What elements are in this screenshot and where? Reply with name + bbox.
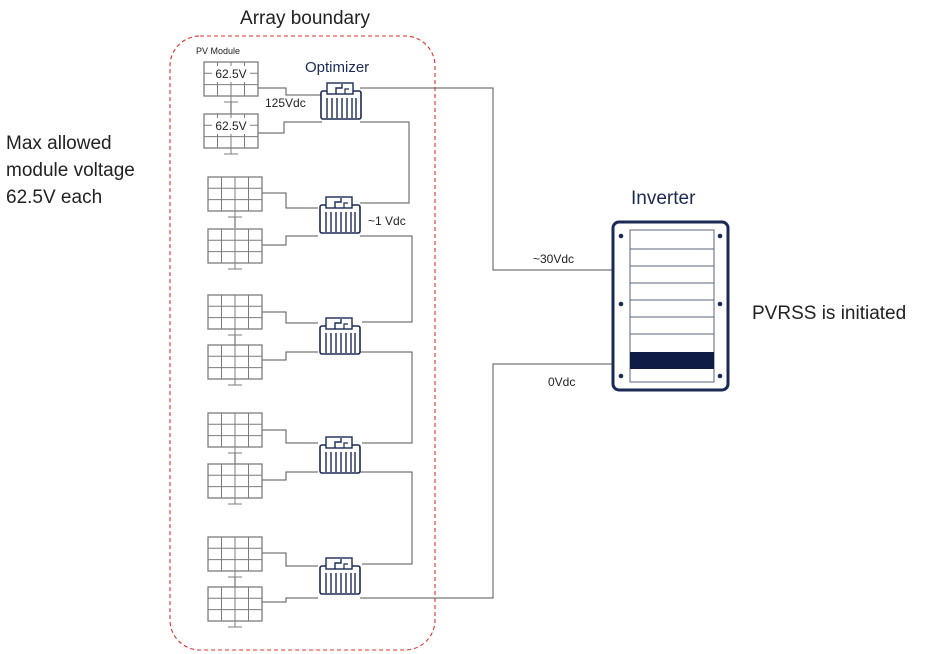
optimizer-output-label: 125Vdc — [265, 96, 306, 110]
module-voltage-badge-bottom — [212, 118, 250, 134]
module-voltage-badge-top — [212, 66, 250, 82]
pv-panels — [203, 61, 263, 628]
solar-panel-icon — [207, 412, 263, 454]
string-negative-voltage: 0Vdc — [548, 375, 575, 389]
solar-panel-icon — [207, 586, 263, 628]
optimizer-safe-output-label: ~1 Vdc — [368, 214, 406, 228]
pvrss-status: PVRSS is initiated — [752, 303, 906, 324]
solar-panel-icon — [207, 294, 263, 336]
optimizers — [319, 82, 362, 595]
module-voltage-bottom: 62.5V — [215, 119, 246, 133]
inverter-label: Inverter — [631, 188, 696, 209]
max-voltage-note-line3: 62.5V each — [6, 187, 102, 208]
array-boundary-title: Array boundary — [240, 8, 370, 29]
optimizer-icon — [319, 196, 361, 234]
wiring — [230, 87, 612, 603]
solar-panel-icon — [207, 536, 263, 578]
max-voltage-note-line2: module voltage — [6, 160, 135, 181]
max-voltage-note-line1: Max allowed — [6, 133, 112, 154]
optimizer-icon — [319, 317, 361, 355]
solar-panel-icon — [207, 463, 263, 505]
string-positive-voltage: ~30Vdc — [533, 252, 574, 266]
inverter-icon — [611, 220, 730, 392]
module-voltage-top: 62.5V — [215, 67, 246, 81]
pv-module-label: PV Module — [196, 46, 240, 56]
optimizer-icon — [319, 557, 361, 595]
solar-panel-icon — [207, 228, 263, 270]
solar-panel-icon — [207, 176, 263, 218]
solar-panel-icon — [207, 344, 263, 386]
array-boundary — [169, 35, 436, 651]
optimizer-label: Optimizer — [305, 59, 369, 76]
optimizer-icon — [319, 436, 361, 474]
optimizer-icon — [320, 82, 362, 120]
